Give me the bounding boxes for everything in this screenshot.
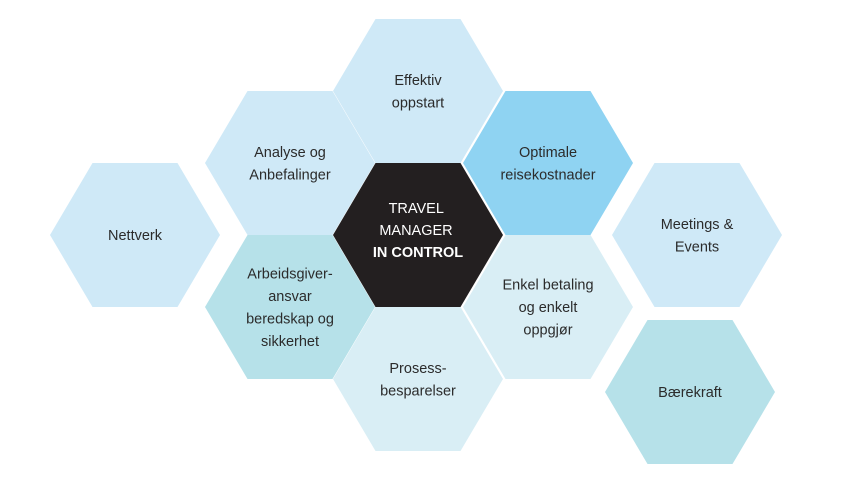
hex-shape [50, 163, 220, 307]
hex-label-line: oppstart [392, 95, 444, 111]
hex-label-line: ansvar [268, 289, 312, 305]
hex-arbeidsgiveransvar: Arbeidsgiver-ansvar beredskap og sikkerhet [205, 235, 375, 379]
hex-meetings-events: Meetings & Events [612, 163, 782, 307]
hex-label-line: reisekostnader [500, 167, 595, 183]
hex-prosessbesparelser: Prosess-besparelser [333, 307, 503, 451]
hex-label: Analyse og Anbefalinger [249, 145, 331, 184]
hex-baerekraft: Bærekraft [605, 320, 775, 464]
hex-label-line: og enkelt [519, 300, 578, 316]
center-hex-shape [333, 163, 503, 307]
hex-optimale-reisekostnader: Optimale reisekostnader [463, 91, 633, 235]
hex-label-line: Bærekraft [658, 385, 722, 401]
hex-label: Prosess-besparelser [380, 361, 456, 400]
center-label: TRAVEL MANAGER IN CONTROL [373, 201, 463, 261]
hex-shape [205, 235, 375, 379]
hex-nettverk: Nettverk [50, 163, 220, 307]
hex-label: Enkel betaling og enkelt oppgjør [502, 278, 593, 339]
hex-shape [463, 91, 633, 235]
hex-shape [612, 163, 782, 307]
hex-label-line: Optimale [519, 145, 577, 161]
hex-label-line: Events [675, 239, 719, 255]
hex-label: Nettverk [108, 228, 163, 244]
hex-label: Meetings & Events [661, 217, 734, 256]
hex-shape [605, 320, 775, 464]
hex-label: Bærekraft [658, 385, 722, 401]
hex-shape [205, 91, 375, 235]
hex-label: Effektiv oppstart [392, 73, 444, 112]
hex-shape [333, 19, 503, 163]
hex-label-line: Prosess- [389, 361, 446, 377]
hex-label-line: besparelser [380, 383, 456, 399]
hex-shape [463, 235, 633, 379]
hex-label-line: Meetings & [661, 217, 734, 233]
hex-label: Optimale reisekostnader [500, 145, 595, 184]
hex-label-line: oppgjør [523, 323, 572, 339]
center-line-2: MANAGER [379, 223, 452, 239]
hex-label-line: sikkerhet [261, 334, 319, 350]
hex-label-line: Anbefalinger [249, 167, 331, 183]
center-line-1: TRAVEL [389, 201, 444, 217]
hex-label: Arbeidsgiver-ansvar beredskap og sikkerhet [246, 266, 334, 350]
hex-label-line: Nettverk [108, 228, 163, 244]
hex-label-line: beredskap og [246, 311, 334, 327]
hex-enkel-betaling: Enkel betaling og enkelt oppgjør [463, 235, 633, 379]
hex-center-travel-manager: TRAVEL MANAGER IN CONTROL [333, 163, 503, 307]
hex-effektiv-oppstart: Effektiv oppstart [333, 19, 503, 163]
hex-label-line: Effektiv [394, 73, 442, 89]
hex-label-line: Arbeidsgiver- [247, 266, 333, 282]
hex-label-line: Enkel betaling [502, 278, 593, 294]
hex-label-line: Analyse og [254, 145, 326, 161]
hex-analyse-og-anbefalinger: Analyse og Anbefalinger [205, 91, 375, 235]
hex-shape [333, 307, 503, 451]
center-bold-line: IN CONTROL [373, 245, 463, 261]
